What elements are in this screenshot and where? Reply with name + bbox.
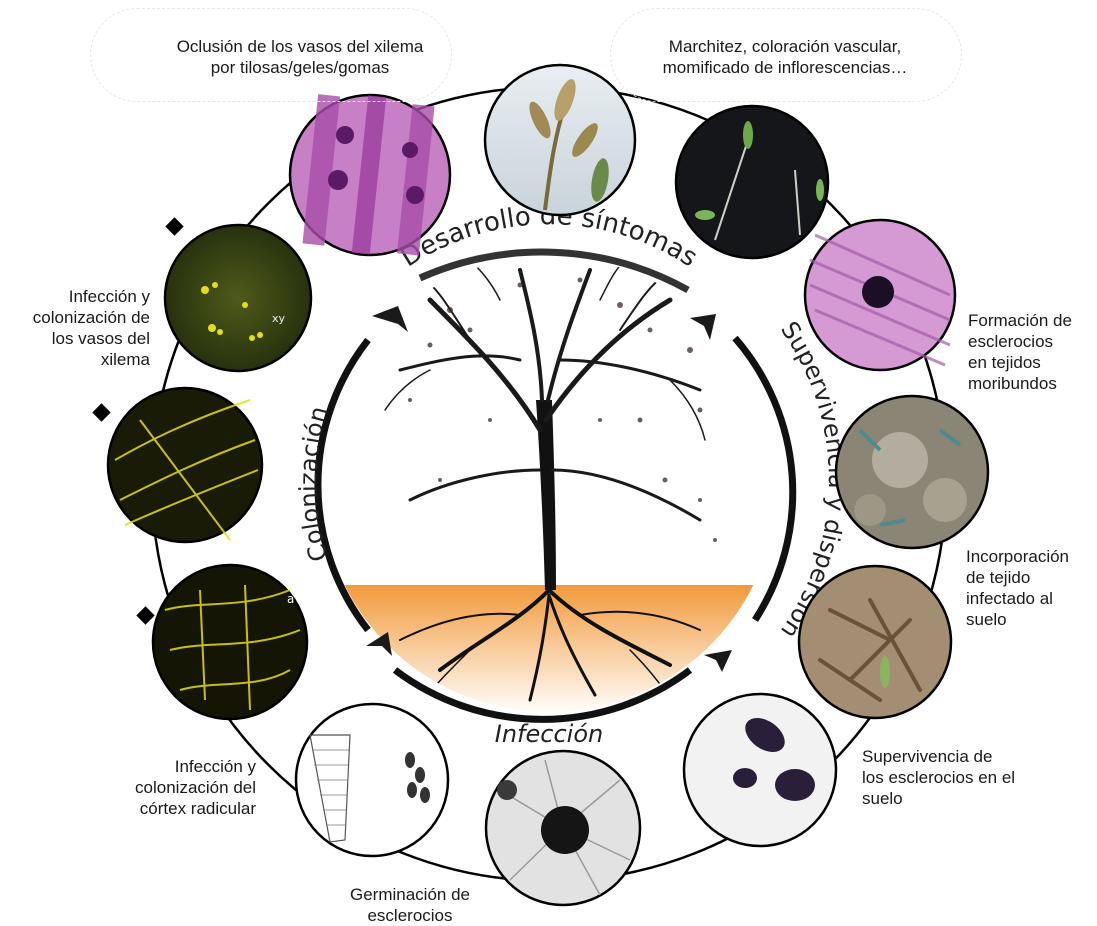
caption-sclerotia-formation: Formación de esclerocios en tejidos mori…: [968, 310, 1094, 394]
caption-root-cortex: Infección y colonización del córtex radi…: [60, 756, 256, 819]
photo-leaf-litter: [799, 566, 951, 718]
photo-xylem-hyphae-fluorescence: [108, 388, 262, 542]
symptoms-arc: [420, 252, 688, 290]
phase-label-colonization: Colonización: [294, 403, 333, 564]
caption-sclerotia-survival: Supervivencia de los esclerocios en el s…: [862, 746, 1062, 809]
caption-soil-incorporation: Incorporación de tejido infectado al sue…: [966, 546, 1092, 630]
caption-xylem-colonization: Infección y colonización de los vasos de…: [6, 286, 150, 370]
photo-root-tip: [296, 704, 448, 856]
arrow-right-icon: [704, 650, 732, 672]
survival-arc: [735, 338, 793, 620]
caption-wilting: Marchitez, coloración vascular, momifica…: [615, 36, 955, 78]
photo-soil-clods: [836, 396, 988, 548]
photo-germinating-sclerotium: [486, 751, 640, 905]
photo-xylem-occlusion: [290, 94, 450, 255]
phase-label-infection: Infección: [495, 720, 603, 748]
photo-wilting-inflorescence: [485, 65, 635, 215]
arrow-top-left-icon: [372, 306, 408, 332]
arrow-top-right-icon: [690, 314, 716, 340]
svg-text:a: a: [287, 592, 294, 606]
photo-sclerotia: [684, 694, 836, 846]
photo-root-cortex-fluorescence: a: [153, 565, 307, 719]
caption-germination: Germinación de esclerocios: [330, 884, 490, 926]
svg-text:xy: xy: [272, 312, 286, 325]
caption-xylem-occlusion: Oclusión de los vasos del xilema por til…: [130, 36, 470, 78]
photo-dead-shoots: [676, 106, 828, 258]
photo-sclerotia-in-tissue: [805, 220, 955, 370]
photo-xylem-vessel-colonization: xy: [165, 225, 311, 371]
